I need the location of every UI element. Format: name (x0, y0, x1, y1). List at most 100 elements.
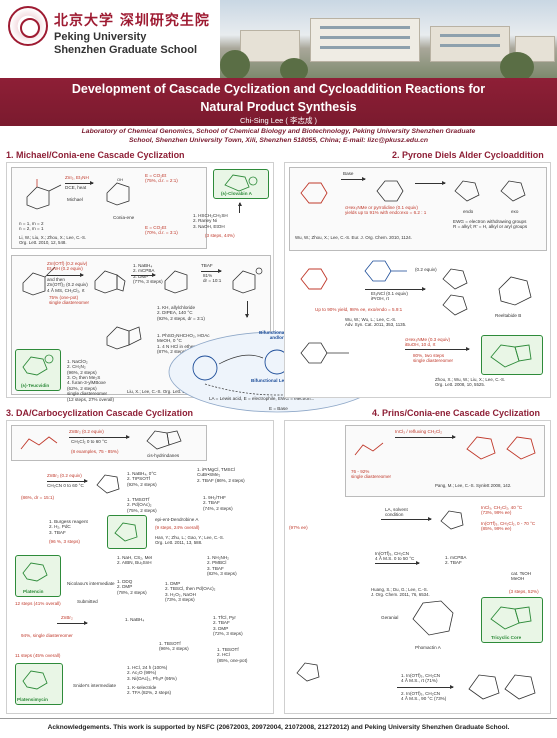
campus-photo (220, 0, 557, 78)
section-3-panel: ZnBr₂ (0.2 equiv) CH₂Cl₂ 0 to 60 °C (8 e… (6, 420, 274, 714)
s2-r3-substrate-structure (300, 342, 349, 364)
s3-r4-steps2: 1. TfCl, Pyr 2. TBAF 3. DMP (72%, 3 step… (213, 615, 243, 637)
s3-r1-arrow (69, 435, 130, 439)
s3-platencin-structure (22, 562, 48, 582)
s4-r3-steps2: cat. TsOH MeOH (511, 571, 532, 582)
s3-hydrindane-structure (146, 430, 182, 450)
s1-cond1b: DCE, heat (65, 185, 87, 190)
s4-r4-arrow (397, 685, 454, 689)
s4-citation1: Pang, M.; Lee, C.-S. Synlett 2008, 142. (435, 483, 512, 488)
s4-tricyclic-name: Tricyclic Core (491, 635, 522, 640)
poster-title-line1: Development of Cascade Cyclization and C… (71, 82, 486, 96)
s3-platensimycin-name: Platensimycin (17, 697, 48, 702)
s3-r2-steps: 1. NaBH₄, 0°C 2. TIPSOTf (92%, 2 steps) (127, 471, 157, 487)
s2-r3-arrow (405, 347, 470, 351)
s1-tbaf-arrow (201, 269, 222, 273)
s3-r1-prod: cis-hydrindanes (147, 453, 180, 458)
university-name: Peking University (54, 31, 147, 43)
s3-r4-arrow (57, 621, 88, 625)
s3-r3-steps4: 1. DDQ 2. DMP (78%, 2 steps) (117, 579, 147, 595)
s3-epi-structure (114, 522, 138, 542)
s1-steps5: 1. NaClO₂ 2. CH₂N₂ (96%, 2 steps) (67, 359, 97, 375)
s4-citation2: Huang, S.; Du, G.; Lee, C.-S. J. Org. Ch… (371, 587, 430, 597)
s4-r1-cond: InCl₃ / refluxing CH₂Cl₂ (395, 429, 443, 434)
s2-r3-product-box (481, 335, 543, 375)
s3-r3-steps: 1. NaH, CS₂, MeI 2. AIBN, Bu₃SnH (117, 555, 153, 566)
s1-tbaf: TBAF (201, 263, 213, 268)
s3-r2-yield: (86%, dr = 15:1) (21, 495, 55, 500)
s2-r2-substrate-structure (300, 268, 328, 290)
s1-product2-box (15, 349, 61, 391)
affiliation: Laboratory of Chemical Genomics, School … (0, 126, 557, 146)
concept-mid-label: Bifunctional Lewis acid (251, 378, 303, 383)
s3-platencin-name: Platencin (23, 589, 44, 594)
s4-r2-cond: InCl₃, CH₂Cl₂, 40 °C (73%, 99% ee) (481, 505, 523, 516)
s2-endo-exo-structures (454, 180, 526, 202)
s1-michael-label: Michael (67, 197, 83, 202)
s3-epi-name: epi-ent-Dendrobine A (155, 517, 199, 522)
s1-steps: 1. HSCH₂CH₂SH 2. Raney Ni 3. NaOH, EtOH (193, 213, 228, 229)
s4-r4-cond2: 2. In(OTf)₃, CH₂CN 4 Å M.S., 90 °C (73%) (401, 691, 447, 702)
s1-steps6: 3. O₃ then Me₂S 4. furan-3-ylMBoxe (62%,… (67, 375, 114, 402)
s1-conia-label: Conia-ene (113, 215, 135, 220)
s3-r4-cond: ZnBr₂ (61, 615, 73, 620)
s2-dienolate-structure (376, 180, 404, 202)
s1-teucvidin-structure (22, 354, 54, 376)
s1-r2-then: and then Zn(OTf)₂ (0.2 equiv) 4 Å MS, CH… (47, 277, 88, 293)
s3-r4-steps6: 1. K-selectride 2. TFA (82%, 2 steps) (127, 685, 172, 696)
s3-epi-box (107, 515, 147, 549)
s3-r2-steps3: 1. TMSOTf 2. Pd(OAc)₂ (75%, 2 steps) (127, 497, 157, 513)
s3-snider: Snider's intermediate (73, 683, 117, 688)
author-name: Chi-Sing Lee ( 李志成 ) (239, 116, 318, 125)
s2-arrow2 (415, 181, 446, 185)
s2-endo: endo (463, 209, 474, 214)
s1-cond1: ZnI₂, Et₃NH (65, 175, 89, 180)
affiliation-line2: School, Shenzhen University Town, Xili, … (128, 137, 429, 144)
s1-down-arrow (245, 301, 249, 318)
s2-r3-product-structure (490, 344, 532, 368)
s1-intermediate-structure: OH (106, 177, 130, 206)
s3-r2-steps2: 1. iPrMgCl, TMSCl CuBr•SMe₂ 2. TBAF (86%… (197, 467, 245, 483)
s1-steps-yield: (3 steps, 44%) (205, 233, 235, 238)
title-band: Development of Cascade Cyclization and C… (0, 78, 557, 126)
section-4-title: 4. Prins/Conia-ene Cascade Cyclization (372, 408, 541, 418)
s3-r1-substrate-structure (20, 436, 58, 450)
university-chinese-name: 北京大学 深圳研究生院 (54, 13, 210, 29)
s1-r2-arrow2 (131, 273, 156, 277)
s2-r2-cat: (0.2 equiv) (415, 267, 437, 272)
s3-r4-steps4: 1. TBSOTf 2. HCl (85%, one-pot) (217, 647, 248, 663)
s1-r2-cond: ZnI(OTf) (0.2 equiv) Et₃NH (0.2 equiv) (47, 261, 88, 272)
s4-r4-product-structure (468, 674, 536, 700)
acknowledgements: Acknowledgements. This work is supported… (0, 718, 557, 738)
s3-epi-yield: (9 steps, 24% overall) (155, 525, 200, 530)
s2-citation1: Wu, W.; Zhou, X.; Lee, C.-S. Eur. J. Org… (295, 235, 412, 240)
s2-r2-products-structure (442, 268, 532, 316)
s1-r2-bicyclic-structure (106, 326, 142, 350)
s1-product1-name: (±)-Clovabin A (221, 191, 252, 196)
s1-arrow1 (65, 181, 94, 185)
s4-r1-product-structure (466, 436, 536, 460)
s2-pyrone-box (289, 167, 547, 251)
s4-r3-yield: (3 steps, 52%) (509, 589, 539, 594)
s3-nicolaou: Nicolaou's intermediate (67, 581, 115, 586)
section-2-title: 2. Pyrone Diels Alder Cycloaddition (392, 150, 544, 160)
s3-r2-product-structure (96, 474, 120, 494)
s3-r2-solv: CH₂CN 0 to 60 °C (47, 483, 84, 488)
s2-amide-cond: cHex₃NMe or pyrrolidine (0.1 equiv) yiel… (345, 205, 427, 216)
s3-platensimycin-structure (22, 670, 48, 690)
s3-r4-yield: 94%, single diastereomer (21, 633, 73, 638)
s2-product-rc: Reeltabide B (495, 313, 522, 318)
s3-r4-steps5: 1. HCl, 24 h (100%) 2. Ac₂O (99%) 3. Ni(… (127, 665, 177, 681)
affiliation-line1: Laboratory of Chemical Genomics, School … (81, 128, 476, 135)
s1-arrow-up (239, 203, 240, 213)
s2-ewg-note: EWG = electron withdrawing groups R = al… (453, 219, 528, 230)
s4-phomactin-structure (412, 600, 454, 636)
s2-base: Base (343, 171, 354, 176)
s1-e-text2: E = CO₂Et (70%, d.r. = 3:1) (145, 225, 178, 236)
s2-exo: exo (511, 209, 519, 214)
s1-citation2: Liu, X.; Lee, C.-S. Org. Lett. 2012, 14,… (127, 389, 213, 394)
s1-r2-arrow (47, 273, 84, 277)
s3-r1-solv: CH₂Cl₂ 0 to 60 °C (71, 439, 108, 444)
s3-submitted: Submitted (77, 599, 98, 604)
s4-r4-cond1: 1. In(OTf)₃, CH₂CN 4 Å M.S., rt (71%) (401, 673, 441, 684)
